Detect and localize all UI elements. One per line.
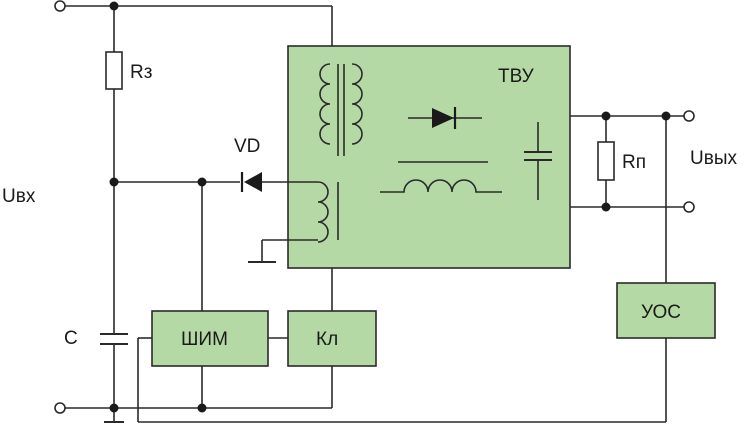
terminal-in-bottom xyxy=(54,402,66,414)
label-uos: УОС xyxy=(641,302,681,323)
shim-block xyxy=(151,310,269,367)
resistor-rp xyxy=(597,141,615,181)
junction-uos-top xyxy=(661,111,671,121)
junction-rp-top xyxy=(601,111,611,121)
capacitor-c xyxy=(100,333,128,345)
resistor-r3 xyxy=(105,51,123,90)
ground-symbol xyxy=(248,239,318,263)
label-c: C xyxy=(64,328,78,349)
transformer-coil-right xyxy=(351,63,363,145)
tvu-diode-icon xyxy=(408,107,482,129)
label-vd: VD xyxy=(234,136,260,157)
diode-vd xyxy=(240,172,262,192)
label-tvu: ТВУ xyxy=(498,66,535,87)
junction-shim-bottom xyxy=(197,403,207,413)
tvu-capacitor-icon xyxy=(524,122,552,200)
label-kl: Кл xyxy=(316,329,338,350)
terminal-in-top xyxy=(54,0,66,12)
winding-lower xyxy=(317,181,329,243)
junction-bottom-left xyxy=(109,403,119,413)
tvu-inductor-icon xyxy=(380,161,502,193)
label-uin: Uвх xyxy=(2,186,36,207)
terminal-out-top xyxy=(683,110,695,122)
label-r3: Rз xyxy=(130,62,152,83)
junction-shim-top xyxy=(197,177,207,187)
label-shim: ШИМ xyxy=(181,329,228,350)
tvu-block xyxy=(287,45,571,269)
junction-mid-left xyxy=(109,177,119,187)
label-uout: Uвых xyxy=(690,148,737,169)
junction-rp-bot xyxy=(601,202,611,212)
uos-block xyxy=(616,282,716,339)
transformer-coil-left xyxy=(319,63,331,145)
label-rp: Rп xyxy=(622,152,646,173)
junction-top-left xyxy=(109,1,119,11)
terminal-out-bottom xyxy=(683,201,695,213)
